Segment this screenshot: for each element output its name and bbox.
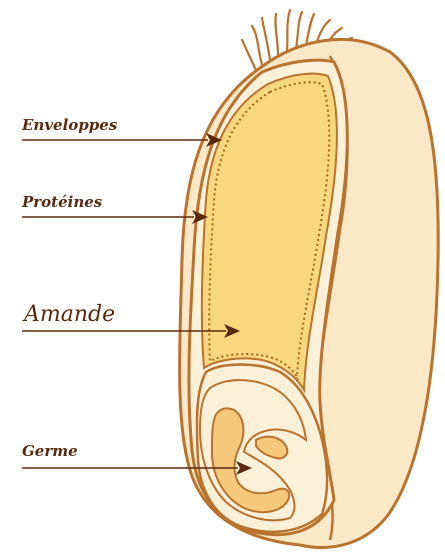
label-enveloppes: Enveloppes xyxy=(21,116,118,134)
label-amande: Amande xyxy=(22,302,115,327)
label-germe: Germe xyxy=(22,442,78,460)
label-proteines: Protéines xyxy=(21,193,103,211)
